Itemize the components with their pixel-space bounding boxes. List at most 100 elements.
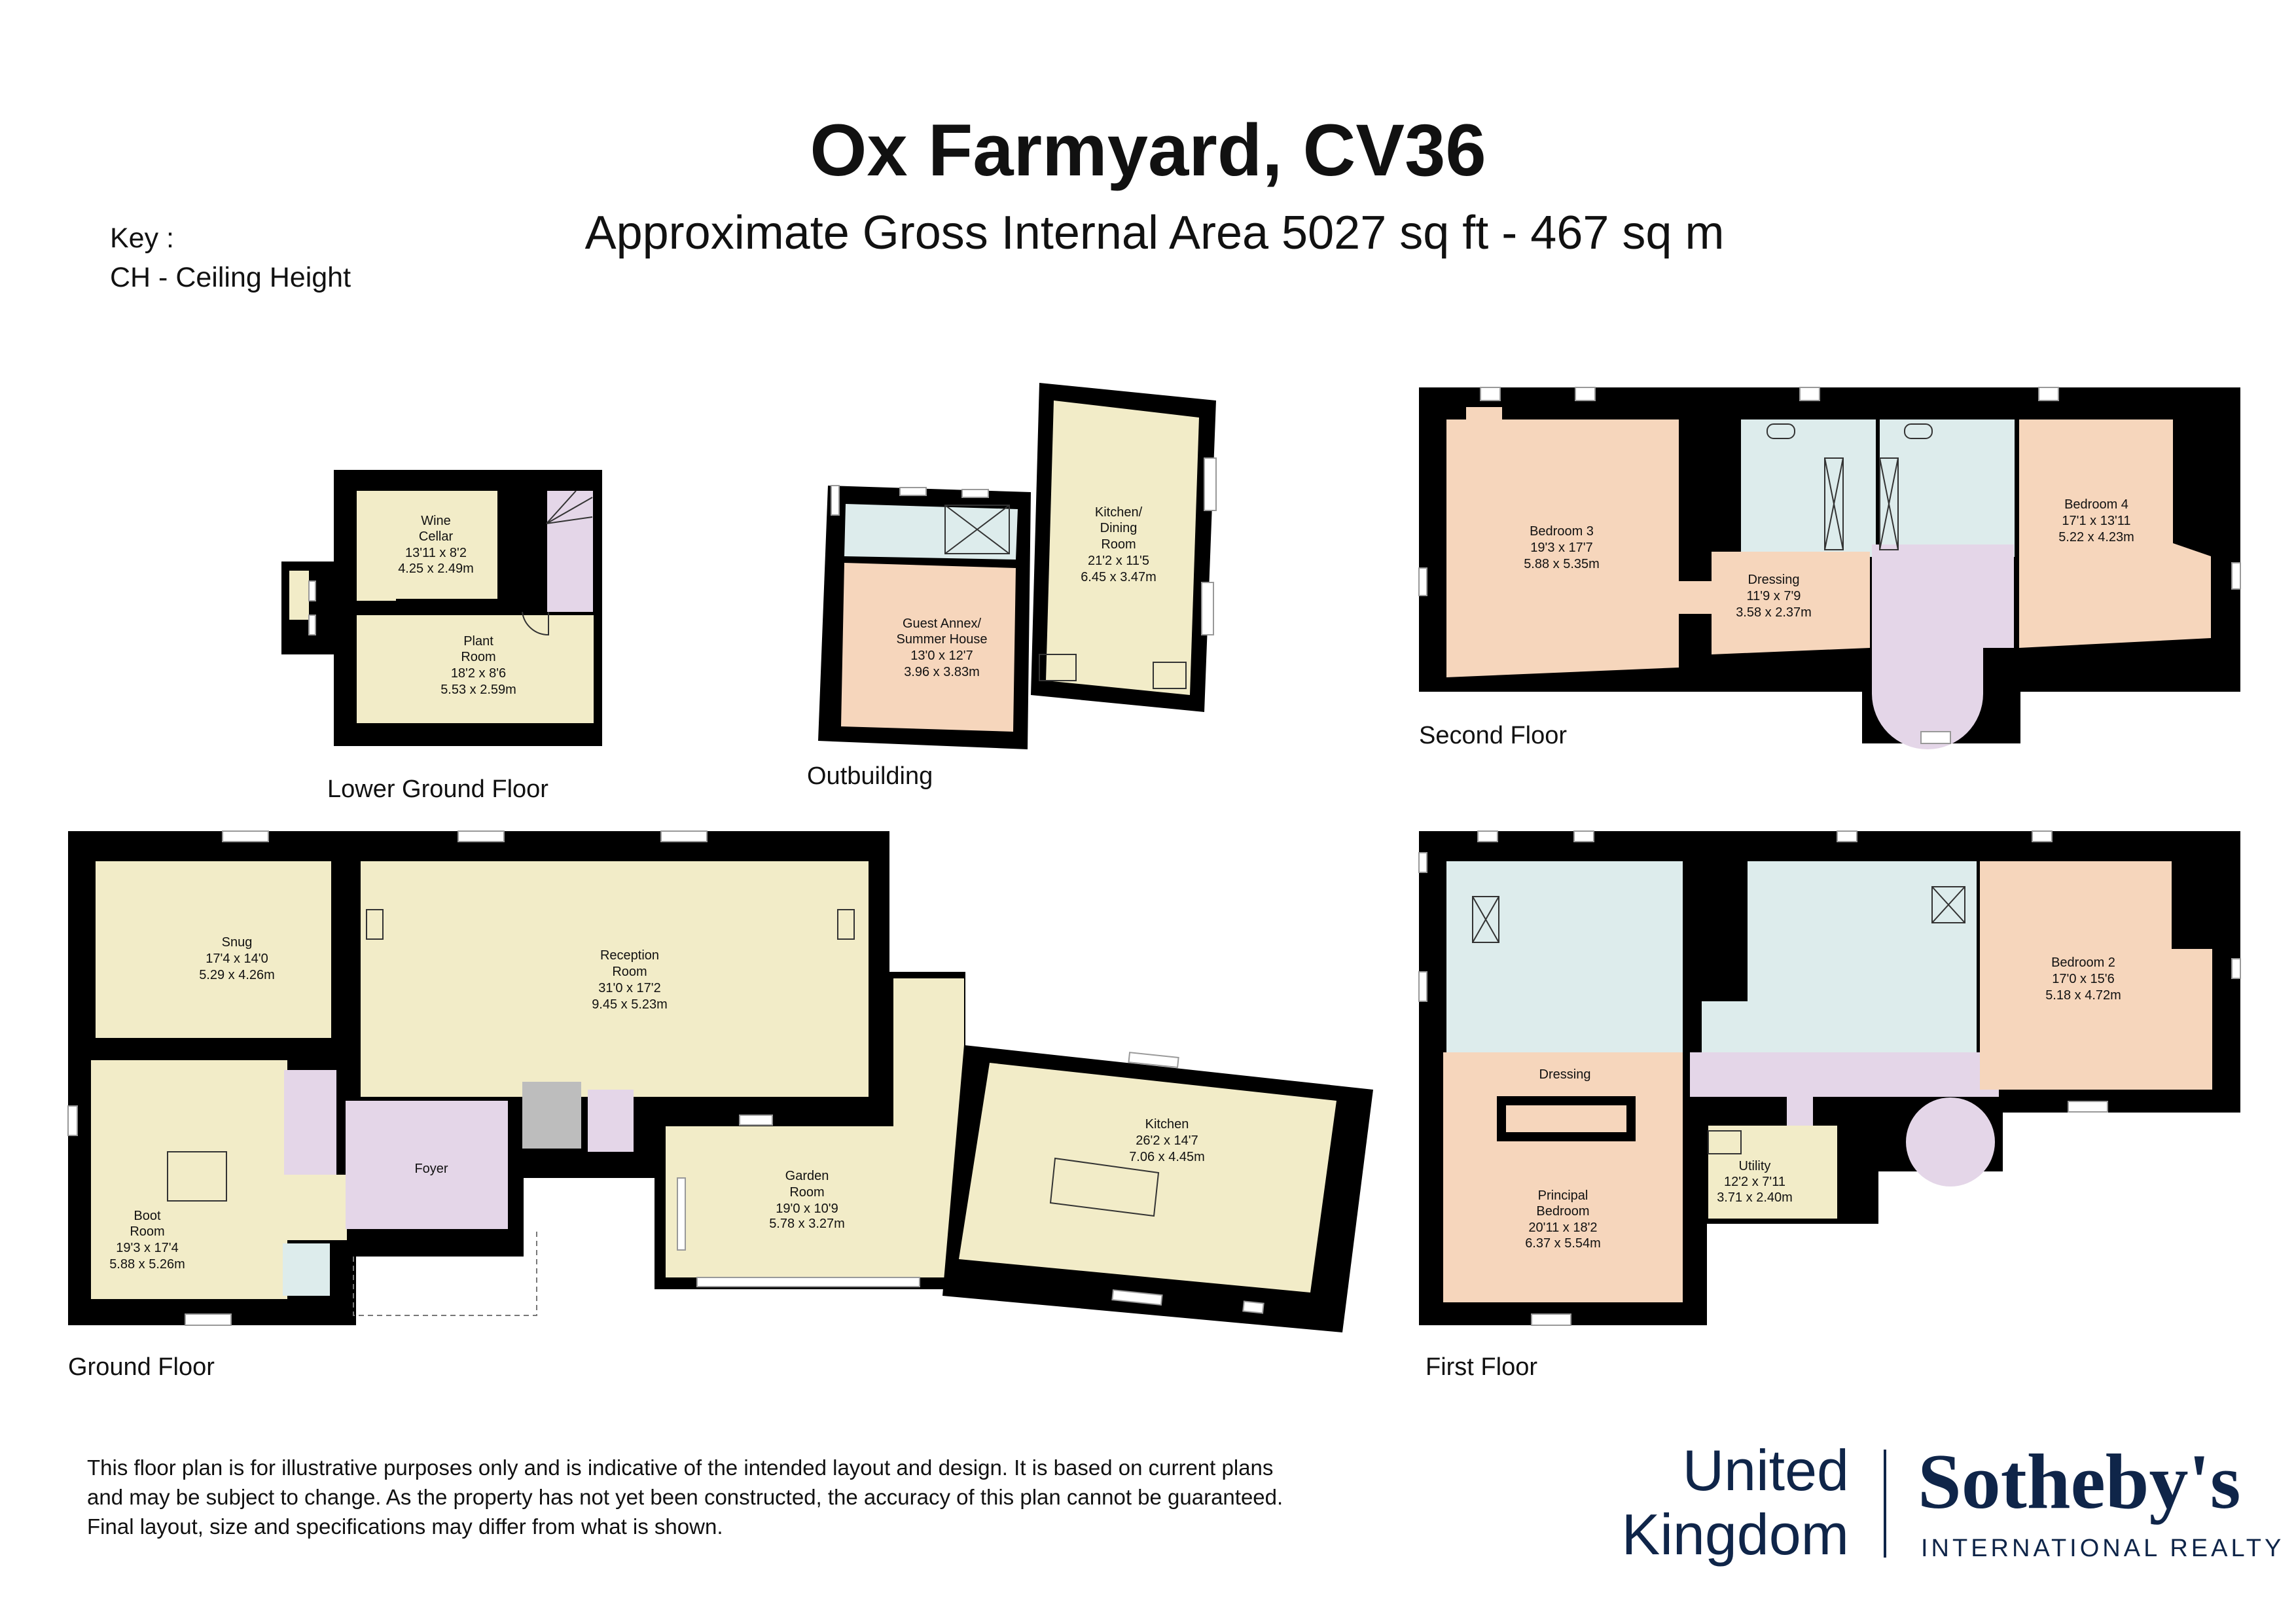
- room-label: 4.25 x 2.49m: [398, 562, 474, 576]
- room-label: 21'2 x 11'5: [1088, 554, 1149, 568]
- room-label: Room: [461, 650, 495, 664]
- ground-staircase: [284, 1070, 336, 1175]
- bedroom-3: [1446, 419, 1679, 677]
- spiral-staircase: [1872, 648, 1983, 749]
- room-label: 17'1 x 13'11: [2062, 514, 2130, 528]
- room-label: 5.29 x 4.26m: [199, 968, 275, 982]
- utility: [1708, 1126, 1837, 1219]
- room-label: 5.53 x 2.59m: [440, 683, 516, 697]
- room-label: Kitchen: [1145, 1117, 1189, 1132]
- room-label: Dining: [1100, 521, 1138, 535]
- room-label: Cellar: [419, 529, 454, 544]
- lower-ground-floor-plan: Wine Cellar 13'11 x 8'2 4.25 x 2.49m Pla…: [281, 470, 602, 746]
- garden-room: [666, 1126, 964, 1277]
- kitchen: [959, 1063, 1336, 1293]
- room-label: 17'4 x 14'0: [206, 952, 268, 966]
- room-label: Room: [130, 1224, 164, 1239]
- room-label: 3.58 x 2.37m: [1736, 605, 1812, 620]
- room-label: 6.45 x 3.47m: [1081, 570, 1157, 584]
- ground-wc: [283, 1243, 330, 1296]
- first-landing: [1690, 1052, 1999, 1097]
- ground-floor-plan: Snug 17'4 x 14'0 5.29 x 4.26m Reception …: [67, 830, 1373, 1332]
- logo-tagline: INTERNATIONAL REALTY: [1921, 1535, 2285, 1562]
- room-label: 20'11 x 18'2: [1528, 1221, 1597, 1235]
- disclaimer-line: and may be subject to change. As the pro…: [87, 1485, 1283, 1509]
- disclaimer-line: Final layout, size and specifications ma…: [87, 1514, 723, 1539]
- bedroom-4: [2019, 419, 2211, 648]
- room-label: Kitchen/: [1095, 505, 1143, 520]
- key-ceiling-height: CH - Ceiling Height: [110, 262, 351, 293]
- room-label: Principal: [1538, 1188, 1588, 1203]
- ground-floor-label: Ground Floor: [68, 1353, 215, 1381]
- room-label: 5.78 x 3.27m: [769, 1217, 845, 1231]
- first-floor-plan: Dressing Principal Bedroom 20'11 x 18'2 …: [1418, 830, 2241, 1326]
- bathroom-left: [1741, 419, 1876, 557]
- room-label: 12'2 x 7'11: [1724, 1175, 1785, 1189]
- room-label: Room: [1101, 537, 1136, 552]
- room-label: 26'2 x 14'7: [1136, 1133, 1198, 1148]
- first-spiral-staircase: [1906, 1097, 1995, 1186]
- snug: [96, 861, 331, 1038]
- gross-area-subtitle: Approximate Gross Internal Area 5027 sq …: [584, 207, 1725, 259]
- room-label: Dressing: [1748, 573, 1800, 587]
- room-label: Bedroom 4: [2064, 497, 2128, 512]
- logo-united: United: [1682, 1438, 1849, 1503]
- room-label: 19'0 x 10'9: [776, 1202, 838, 1216]
- kitchen-dining-room: [1046, 401, 1199, 695]
- room-label: 13'11 x 8'2: [405, 546, 467, 560]
- outbuilding-label: Outbuilding: [807, 762, 933, 790]
- room-label: Dressing: [1539, 1067, 1591, 1082]
- room-label: 9.45 x 5.23m: [592, 997, 668, 1012]
- room-label: Snug: [222, 935, 253, 950]
- bedroom-2: [1980, 861, 2212, 1090]
- page-title: Ox Farmyard, CV36: [810, 109, 1486, 191]
- room-label: Plant: [463, 634, 493, 649]
- room-label: 17'0 x 15'6: [2052, 972, 2115, 986]
- room-label: Boot: [134, 1209, 161, 1223]
- room-label: 5.18 x 4.72m: [2045, 988, 2121, 1003]
- room-label: 5.22 x 4.23m: [2058, 530, 2134, 544]
- room-label: Foyer: [414, 1162, 448, 1176]
- principal-ensuite: [1446, 861, 1683, 1052]
- key-title: Key :: [110, 223, 174, 254]
- bathroom-right: [1880, 419, 2015, 557]
- principal-bedroom: [1443, 1052, 1683, 1302]
- outbuilding-plan: Kitchen/ Dining Room 21'2 x 11'5 6.45 x …: [818, 383, 1217, 749]
- room-label: Garden: [785, 1169, 829, 1183]
- room-label: Wine: [421, 514, 451, 528]
- reception-room: [361, 861, 869, 1097]
- lower-ground-floor-label: Lower Ground Floor: [327, 776, 548, 803]
- room-label: Bedroom 3: [1530, 524, 1594, 539]
- room-label: Utility: [1739, 1159, 1771, 1173]
- landing-second: [1872, 544, 2014, 648]
- room-label: 13'0 x 12'7: [910, 649, 973, 663]
- room-label: 19'3 x 17'7: [1530, 541, 1593, 555]
- room-label: 3.96 x 3.83m: [904, 665, 980, 679]
- second-floor-plan: Bedroom 3 19'3 x 17'7 5.88 x 5.35m Dress…: [1418, 387, 2241, 749]
- guest-annex: [841, 563, 1016, 732]
- annex-shower-room: [844, 504, 1018, 560]
- room-label: Room: [789, 1185, 824, 1200]
- room-label: Summer House: [897, 632, 988, 647]
- plant-room: [357, 615, 594, 723]
- logo-sothebys: Sotheby's: [1918, 1438, 2241, 1525]
- room-label: 18'2 x 8'6: [451, 666, 506, 681]
- room-label: 6.37 x 5.54m: [1525, 1236, 1601, 1251]
- disclaimer: This floor plan is for illustrative purp…: [87, 1453, 1396, 1541]
- room-label: 5.88 x 5.26m: [109, 1257, 185, 1272]
- room-label: 7.06 x 4.45m: [1129, 1150, 1205, 1164]
- first-floor-label: First Floor: [1426, 1353, 1537, 1381]
- logo-kingdom: Kingdom: [1621, 1502, 1849, 1567]
- staircase: [547, 491, 593, 612]
- room-label: 3.71 x 2.40m: [1717, 1190, 1793, 1205]
- second-floor-label: Second Floor: [1419, 722, 1568, 749]
- room-label: 19'3 x 17'4: [116, 1241, 179, 1255]
- store: [522, 1082, 581, 1149]
- room-label: 5.88 x 5.35m: [1524, 557, 1600, 571]
- room-label: Room: [612, 965, 647, 979]
- room-label: 31'0 x 17'2: [598, 981, 661, 995]
- logo-divider: [1884, 1450, 1886, 1558]
- foyer: [346, 1101, 508, 1229]
- room-label: Bedroom: [1536, 1204, 1589, 1219]
